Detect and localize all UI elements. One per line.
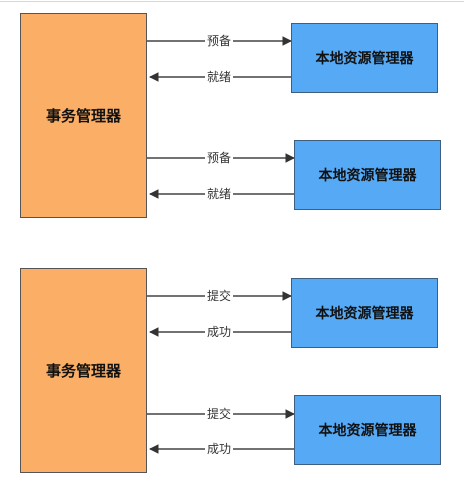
resource-manager-box: 本地资源管理器 (291, 278, 438, 348)
transaction-manager-box: 事务管理器 (20, 13, 147, 218)
request-label: 预备 (205, 34, 234, 48)
response-label: 就绪 (205, 70, 234, 84)
response-label: 成功 (205, 325, 234, 339)
transaction-manager-box: 事务管理器 (20, 268, 147, 473)
request-label: 预备 (205, 151, 234, 165)
top-divider (0, 1, 464, 2)
request-label: 提交 (205, 407, 234, 421)
resource-manager-box: 本地资源管理器 (294, 395, 441, 465)
response-label: 成功 (205, 442, 234, 456)
request-label: 提交 (205, 289, 234, 303)
resource-manager-box: 本地资源管理器 (291, 23, 438, 93)
resource-manager-box: 本地资源管理器 (294, 140, 441, 210)
response-label: 就绪 (205, 187, 234, 201)
